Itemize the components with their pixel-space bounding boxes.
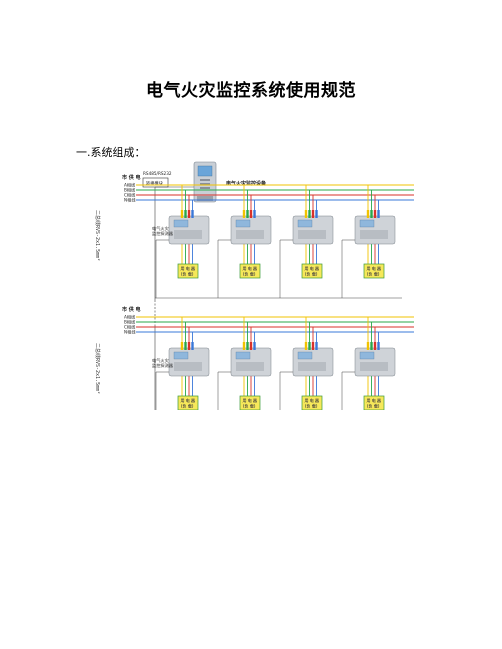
load-label: (负 载): [305, 403, 318, 409]
detector-label: 电气火灾: [152, 225, 170, 232]
load-label: 用 电 器: [243, 397, 258, 403]
phase-label: A相线: [124, 182, 136, 189]
load-label: 用 电 器: [181, 397, 196, 403]
detector-label: 监控探测器: [152, 230, 174, 237]
phase-label: B相线: [124, 187, 136, 194]
detector-label: 电气火灾: [152, 357, 170, 364]
detector-unit: 用 电 器(负 载): [279, 317, 334, 410]
load-label: (负 载): [243, 403, 256, 409]
phase-label: C相线: [124, 192, 136, 199]
phase-label: B相线: [124, 319, 136, 326]
bus-label-1: 二总线RVS-2x1.5mm²: [94, 210, 101, 261]
section-heading: 一.系统组成：: [76, 146, 146, 159]
load-label: 用 电 器: [367, 265, 382, 271]
load-label: (负 载): [243, 271, 256, 277]
phase-label: N相线: [124, 197, 136, 204]
load-box: [301, 395, 323, 410]
load-label: (负 载): [181, 403, 194, 409]
detector-unit: 用 电 器(负 载): [217, 185, 272, 298]
load-label: (负 载): [367, 271, 380, 277]
detector-unit: 用 电 器(负 载): [279, 185, 334, 298]
detector-unit: 用 电 器(负 载): [217, 317, 272, 410]
load-box: [239, 263, 261, 279]
system-label: 电气火灾监控设备: [226, 180, 267, 187]
load-label: (负 载): [367, 403, 380, 409]
load-box: [177, 263, 199, 279]
load-box: [239, 395, 261, 410]
load-label: 用 电 器: [243, 265, 258, 271]
phase-label: A相线: [124, 314, 136, 321]
load-label: 用 电 器: [305, 397, 320, 403]
load-box: [363, 263, 385, 279]
load-label: (负 载): [181, 271, 194, 277]
load-label: 用 电 器: [367, 397, 382, 403]
converter-label: 转换模块: [146, 180, 164, 187]
document-title: 电气火灾监控系统使用规范: [146, 81, 356, 101]
detector-unit: 用 电 器(负 载): [341, 317, 396, 410]
load-label: (负 载): [305, 271, 318, 277]
load-label: 用 电 器: [181, 265, 196, 271]
load-box: [363, 395, 385, 410]
converter-top-label: RS485/RS232: [143, 171, 172, 176]
detector-unit: 用 电 器(负 载): [341, 185, 396, 298]
supply-label: 市 供 电: [122, 306, 140, 313]
load-label: 用 电 器: [305, 265, 320, 271]
load-box: [177, 395, 199, 410]
load-box: [301, 263, 323, 279]
phase-label: N相线: [124, 329, 136, 336]
detector-label: 监控探测器: [152, 362, 174, 369]
system-composition-diagram: RS485/RS232 转换模块 电气火灾监控设备 市 供 电A相线B相线C相线…: [94, 161, 414, 410]
monitoring-cabinet-icon: [193, 161, 217, 203]
phase-label: C相线: [124, 324, 136, 331]
supply-label: 市 供 电: [122, 174, 140, 181]
bus-label-2: 二总线RVS-2x1.5mm²: [94, 343, 101, 394]
